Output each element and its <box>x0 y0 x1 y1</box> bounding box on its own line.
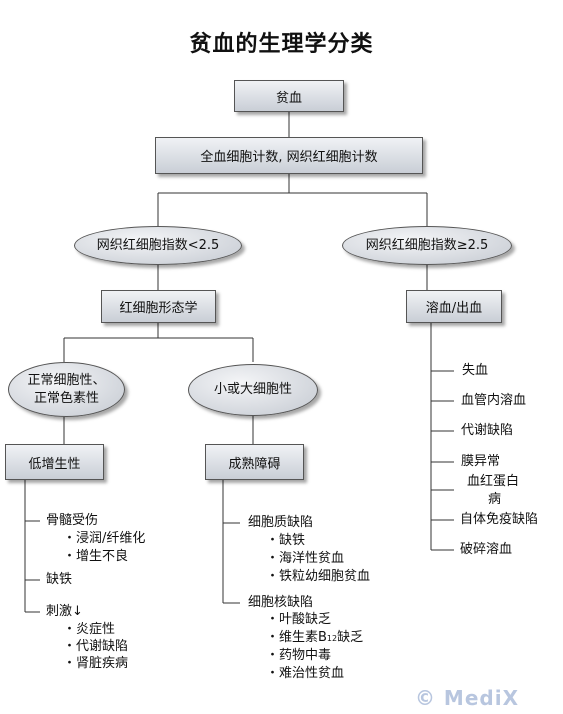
list-item: ・海洋性贫血 <box>266 551 345 566</box>
node-normocytic-label-1: 正常细胞性、 <box>27 372 106 388</box>
node-retic-high: 网织红细胞指数≥2.5 <box>342 226 512 265</box>
list-item: 细胞核缺陷 <box>248 595 314 610</box>
list-item: 破碎溶血 <box>460 542 513 557</box>
node-anemia: 贫血 <box>234 80 344 112</box>
list-item: ・代谢缺陷 <box>63 639 129 654</box>
node-hemolysis-bleeding: 溶血/出血 <box>406 290 502 323</box>
list-item: 血红蛋白 <box>467 474 520 489</box>
list-item: ・浸润/纤维化 <box>63 531 146 546</box>
node-blood-counts-label: 全血细胞计数, 网织红细胞计数 <box>200 150 378 165</box>
watermark-logo: © MediX <box>414 686 519 710</box>
node-retic-low: 网织红细胞指数<2.5 <box>74 226 242 265</box>
list-item: 骨髓受伤 <box>46 513 99 528</box>
node-maturation-disorder: 成熟障碍 <box>205 444 304 480</box>
list-item: ・肾脏疾病 <box>63 656 129 671</box>
node-anemia-label: 贫血 <box>275 90 302 106</box>
list-item: ・叶酸缺乏 <box>266 612 332 627</box>
node-blood-counts: 全血细胞计数, 网织红细胞计数 <box>155 137 423 174</box>
node-micro-macrocytic: 小或大细胞性 <box>188 364 318 416</box>
list-item: 细胞质缺陷 <box>248 515 314 530</box>
list-item: 失血 <box>462 363 489 378</box>
node-hypoproliferative-label: 低增生性 <box>28 456 81 472</box>
list-item: 自体免疫缺陷 <box>460 512 539 527</box>
list-item: ・增生不良 <box>63 549 129 564</box>
list-item: ・铁粒幼细胞贫血 <box>266 569 371 584</box>
node-maturation-disorder-label: 成熟障碍 <box>228 456 281 472</box>
list-item: ・维生素B12缺乏 <box>266 630 363 647</box>
list-item: 膜异常 <box>461 454 501 469</box>
list-item: ・炎症性 <box>63 622 116 637</box>
list-item: 血管内溶血 <box>461 393 527 408</box>
node-hypoproliferative: 低增生性 <box>5 444 104 480</box>
list-item: ・难治性贫血 <box>266 666 345 681</box>
node-normocytic-label-2: 正常色素性 <box>33 390 99 406</box>
list-item: 病 <box>488 492 502 507</box>
node-rbc-morphology-label: 红细胞形态学 <box>119 301 198 316</box>
list-item: 缺铁 <box>46 572 73 587</box>
vitamin-subscript: 12 <box>326 634 338 643</box>
node-retic-high-label: 网织红细胞指数≥2.5 <box>365 237 489 253</box>
vitamin-label: ・维生素B <box>266 630 327 645</box>
node-rbc-morphology: 红细胞形态学 <box>101 290 216 323</box>
diagram-title: 贫血的生理学分类 <box>189 31 374 57</box>
list-item: 代谢缺陷 <box>461 423 514 438</box>
list-item: ・缺铁 <box>266 533 306 548</box>
list-item: 刺激↓ <box>46 604 83 619</box>
list-item: ・药物中毒 <box>266 648 332 663</box>
vitamin-suffix: 缺乏 <box>337 630 364 645</box>
node-hemolysis-bleeding-label: 溶血/出血 <box>425 301 483 316</box>
node-retic-low-label: 网织红细胞指数<2.5 <box>96 237 220 253</box>
node-normocytic: 正常细胞性、 正常色素性 <box>8 362 125 417</box>
node-micro-macrocytic-label: 小或大细胞性 <box>213 382 292 397</box>
